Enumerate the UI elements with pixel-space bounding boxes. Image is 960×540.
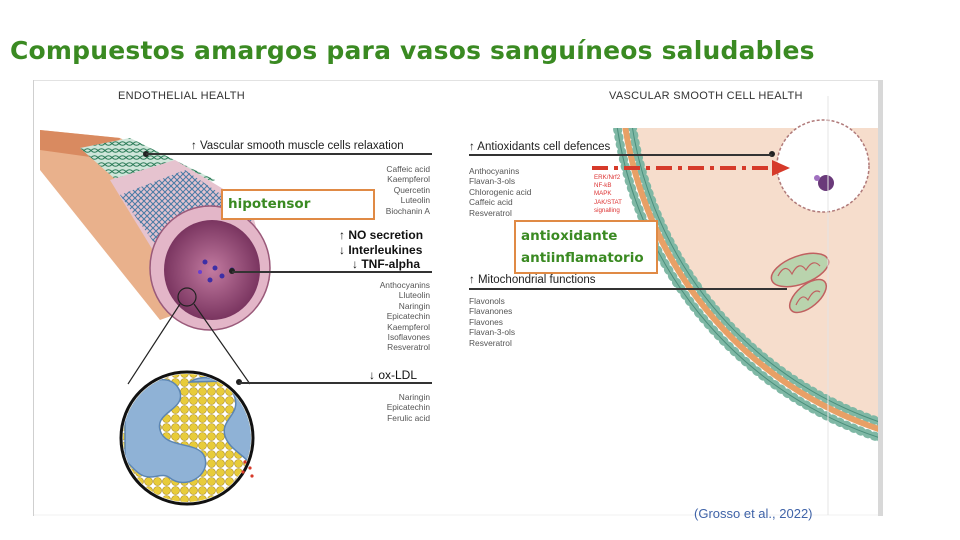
list-item: Epicatechin xyxy=(386,402,430,413)
list-item: Quercetin xyxy=(393,184,430,195)
blood-vessel-illustration xyxy=(40,130,271,506)
list-item: Biochanin A xyxy=(385,205,430,216)
list-item: Anthocyanins xyxy=(469,166,520,176)
hipotensor-callout: hipotensor xyxy=(221,189,375,220)
list-item: Resveratrol xyxy=(469,337,512,348)
list-item: MAPK xyxy=(594,190,612,198)
list-item: Kaempferol xyxy=(387,174,430,185)
relaxation-line xyxy=(146,153,432,155)
list-item: Flavonols xyxy=(469,296,505,306)
mitochondrial-compound-list: Flavonols Flavanones Flavones Flavan-3-o… xyxy=(469,296,515,348)
list-item: Epicatechin xyxy=(386,311,430,322)
interleukines-label: ↓ Interleukines xyxy=(339,243,423,257)
antioxidant-compound-list: Anthocyanins Flavan-3-ols Chlorogenic ac… xyxy=(469,166,531,218)
figure-border-right xyxy=(878,80,883,516)
relaxation-label: ↑ Vascular smooth muscle cells relaxatio… xyxy=(191,140,404,152)
figure-border-top xyxy=(33,80,883,81)
citation: (Grosso et al., 2022) xyxy=(694,506,813,521)
endothelial-health-title: ENDOTHELIAL HEALTH xyxy=(118,90,246,102)
inflammation-compound-list: Anthocyanins Lluteolin Naringin Epicatec… xyxy=(348,280,430,353)
antioxidant-antiinflammatory-callout: antioxidante antiinflamatorio xyxy=(514,220,658,274)
list-item: Kaempferol xyxy=(387,321,430,332)
list-item: Caffeic acid xyxy=(469,197,513,208)
figure-border-left xyxy=(33,80,34,516)
list-item: Isoflavones xyxy=(387,332,430,343)
list-item: Naringin xyxy=(398,300,430,311)
list-item: Flavan-3-ols xyxy=(469,176,516,187)
list-item: Flavones xyxy=(469,316,503,327)
mitochondrial-functions-label: ↑ Mitochondrial functions xyxy=(469,274,596,286)
list-item: Flavanones xyxy=(469,306,513,317)
ox-ldl-label: ↓ ox-LDL xyxy=(369,368,418,382)
list-item: Caffeic acid xyxy=(386,164,430,174)
no-secretion-label: ↑ NO secretion xyxy=(339,228,424,242)
list-item: Chlorogenic acid xyxy=(469,186,532,197)
inflammation-line xyxy=(232,271,432,273)
mitochondrial-line xyxy=(469,288,787,290)
hipotensor-label: hipotensor xyxy=(228,196,311,212)
list-item: Flavan-3-ols xyxy=(469,327,516,338)
list-item: signalling xyxy=(594,206,620,214)
list-item: Naringin xyxy=(398,392,430,402)
list-item: Resveratrol xyxy=(387,342,430,353)
ox-ldl-line xyxy=(239,382,432,384)
list-item: Ferulic acid xyxy=(387,412,430,423)
antioxidant-line xyxy=(469,154,772,156)
slide-title: Compuestos amargos para vasos sanguíneos… xyxy=(10,36,815,65)
signaling-pathway-list: ERK/Nrf2 NF-kB MAPK JAK/STAT signalling xyxy=(594,174,622,215)
list-item: Resveratrol xyxy=(469,207,512,218)
list-item: Anthocyanins xyxy=(379,280,430,290)
list-item: NF-kB xyxy=(594,182,612,190)
ox-ldl-compound-list: Naringin Epicatechin Ferulic acid xyxy=(348,392,430,423)
antioxidante-label: antioxidante xyxy=(521,228,618,244)
tnf-alpha-label: ↓ TNF-alpha xyxy=(352,257,420,271)
list-item: JAK/STAT xyxy=(594,198,622,206)
relaxation-compound-list: Caffeic acid Kaempferol Quercetin Luteol… xyxy=(348,164,430,216)
antioxidant-defences-label: ↑ Antioxidants cell defences xyxy=(469,141,611,153)
antiinflamatorio-label: antiinflamatorio xyxy=(521,250,644,266)
vascular-smooth-cell-title: VASCULAR SMOOTH CELL HEALTH xyxy=(609,90,803,102)
list-item: Lluteolin xyxy=(398,290,430,301)
list-item: ERK/Nrf2 xyxy=(594,174,621,181)
list-item: Luteolin xyxy=(400,195,430,206)
